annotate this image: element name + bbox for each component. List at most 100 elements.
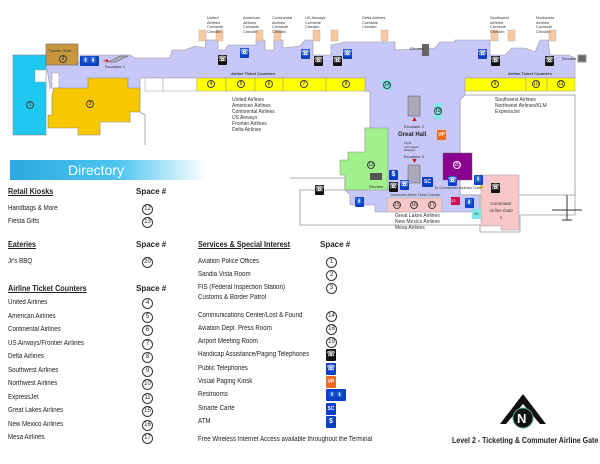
arrow-down-icon: ▼ [411,158,418,165]
escalator-label: Escalator 2 [404,124,425,129]
space-marker: 20 [453,161,461,169]
directory-item-name: Northwest Airlines [8,380,58,387]
visual-paging-icon: VP [326,376,336,388]
space-marker: 12 [451,198,456,203]
section-heading: Eateries [8,240,37,249]
atm-icon: $ [326,416,336,428]
space-number: 7 [142,338,153,350]
public-phone-icon: ☏ [326,363,336,375]
directory-item-name: Communications Center/Lost & Found [198,312,303,319]
arrow-right-icon: ➜ [103,58,109,65]
space-number: 13 [142,217,153,228]
elevator-label: Elevator [562,56,577,61]
directory-item-name: Aviation Police Offices [198,258,260,265]
airline-name: Delta Airlines [232,127,262,133]
space-number: 2 [326,270,337,281]
space-marker: 2 [59,55,67,63]
directory-item-name: Fiesta Gifts [8,218,40,225]
space-marker: 8 [342,80,350,88]
directory-item-name: Visual Paging Kiosk [198,378,253,385]
space-marker: 17 [428,201,436,209]
elevator-label: Elevator [410,46,425,51]
restroom-icon: 🚹 [355,197,364,207]
airline-name: ExpressJet [495,109,520,115]
space-number: 4 [142,298,153,309]
directory-item-name: Smarte Carte [198,405,235,412]
right-airlines-list: Southwest Airlines Northwest Airlines/KL… [495,97,547,115]
directory-item-name: Customs & Border Patrol [198,294,267,301]
arrow-right-icon: ➜ [478,184,484,191]
public-phone-icon: ☏ [343,49,352,59]
directory-item-name: Mesa Airlines [8,434,45,441]
aviation-police-area [12,54,47,136]
smarte-carte-icon: SC [422,177,433,187]
fis-area [47,77,141,136]
handicap-phone-icon: ☏ [389,182,398,192]
commuter-gate-area [480,174,520,231]
airline-name: Frontier Airlines [232,121,267,127]
curbside-label: Delta Airlines Curbside Checkin [362,15,386,29]
restroom-icon: 🚺 [465,198,474,208]
space-number: 12 [142,204,153,215]
section-heading: Airline Ticket Counters [8,284,87,293]
directory-item-name: Handbags & More [8,205,58,212]
elevator-shaft [422,44,429,56]
curbside-label: American Airlines Curbside Checkin [243,15,260,34]
space-number: 11 [142,392,153,404]
public-phone-icon: ☏ [448,176,457,186]
atm-icon: $ [389,170,398,180]
space-column-heading: Space # [136,284,167,293]
directory-item-name: US Airways/Frontier Airlines [8,339,84,347]
airline-name: Southwest Airlines [495,97,536,103]
room [51,72,60,89]
space-column-heading: Space # [136,240,167,249]
handicap-phone-icon: ☏ [491,56,500,66]
kiosk-19 [472,209,481,219]
curbside-label: Northwest Airlines Curbside Checkin [536,15,555,34]
space-column-heading: Space # [136,187,167,196]
flight-info-label: Flight Information Displays [404,141,420,152]
space-marker: 4 [207,80,215,88]
space-number: 9 [142,365,153,377]
restroom-icon: 🚹 [474,175,483,185]
space-number: 5 [142,311,153,323]
directory-item-name: ATM [198,418,211,425]
commuter-counter-label: Commuter Airline Ticket Counter [390,193,441,197]
directory-item-name: Sandia Vista Room [198,271,251,278]
public-phone-icon: ☏ [478,49,487,59]
commuter-gate-label: Commuter Airline Gate 1 [489,201,513,220]
public-phone-icon: ☏ [301,49,310,59]
green-area [339,127,389,191]
space-marker: 16 [410,201,418,209]
curbside-label: United Airlines Curbside Checkin [207,15,224,34]
airline-name: US Airways [232,115,258,121]
counter-empty [162,77,198,92]
elevator-shaft [577,54,587,63]
space-marker: 7 [300,80,308,88]
airline-name: United Airlines [232,97,264,103]
airline-name: American Airlines [232,103,271,109]
arrow-up-icon: ▲ [411,116,418,123]
directory-item-name: Handicap Assistance/Paging Telephones [198,351,310,358]
space-marker: 1 [26,101,34,109]
curbside-checkin-boxes [198,29,557,42]
space-number: 20 [142,257,153,268]
space-number: 8 [142,352,153,363]
space-marker: 18 [434,107,442,115]
handicap-phone-icon: ☏ [333,56,342,66]
space-marker: 10 [532,80,540,88]
space-marker: 9 [491,80,499,88]
airline-name: Northwest Airlines/KLM [495,103,547,109]
space-marker: 6 [265,80,273,88]
directory-item-name: Great Lakes Airlines [8,407,64,414]
space-marker: 19 [474,211,479,216]
handicap-phone-icon: ☏ [491,183,500,193]
to-commuter-gate-label: To Commuter Airlines Gate [434,185,482,190]
elevator-label: Elevator [369,184,384,189]
escalator-graphic [107,55,421,184]
directory-item-name: Delta Airlines [8,353,44,360]
space-number: 18 [326,324,337,335]
airline-name: Continental Airlines [232,109,275,115]
level-title: Level 2 - Ticketing & Commuter Airline G… [452,436,599,445]
floor-plan [12,29,587,233]
